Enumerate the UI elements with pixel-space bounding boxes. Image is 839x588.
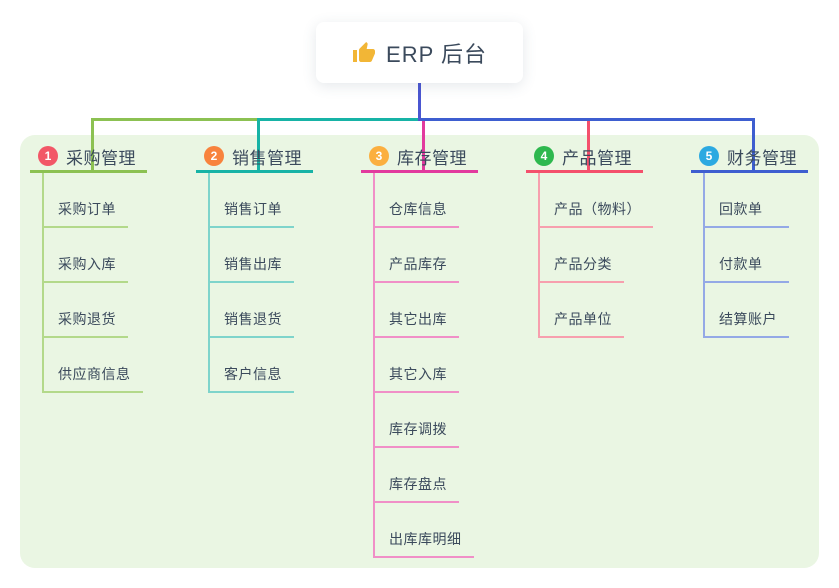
child-node-label: 出库库明细 (389, 531, 462, 547)
branches-panel (20, 135, 819, 568)
child-node[interactable]: 销售出库 (210, 228, 294, 283)
branch-children: 采购订单采购入库采购退货供应商信息 (42, 173, 147, 393)
child-node-label: 采购订单 (58, 201, 116, 217)
branch-label: 产品管理 (562, 148, 632, 168)
child-node[interactable]: 产品分类 (540, 228, 624, 283)
child-node[interactable]: 采购退货 (44, 283, 128, 338)
child-node-label: 采购入库 (58, 256, 116, 272)
branch-children: 仓库信息产品库存其它出库其它入库库存调拨库存盘点出库库明细 (373, 173, 478, 558)
child-node-label: 库存调拨 (389, 421, 447, 437)
branch-number-badge: 4 (534, 146, 554, 166)
branch-4: 4 产品管理产品（物料） 产品分类产品单位 (526, 146, 653, 338)
branch-number-badge: 5 (699, 146, 719, 166)
child-node-label: 仓库信息 (389, 201, 447, 217)
child-node-label: 产品单位 (554, 311, 612, 327)
child-node[interactable]: 结算账户 (705, 283, 789, 338)
child-node-label: 结算账户 (719, 311, 777, 327)
branch-1: 1 采购管理采购订单采购入库采购退货供应商信息 (30, 146, 147, 393)
branch-header-2[interactable]: 2 销售管理 (196, 146, 313, 173)
child-node-label: 采购退货 (58, 311, 116, 327)
child-node[interactable]: 其它入库 (375, 338, 459, 393)
branch-number-badge: 2 (204, 146, 224, 166)
child-node[interactable]: 产品单位 (540, 283, 624, 338)
root-node[interactable]: ERP 后台 (316, 22, 523, 83)
child-node[interactable]: 其它出库 (375, 283, 459, 338)
child-node-label: 产品库存 (389, 256, 447, 272)
child-node-label: 付款单 (719, 256, 763, 272)
branch-label: 库存管理 (397, 148, 467, 168)
child-node[interactable]: 采购入库 (44, 228, 128, 283)
branch-number-badge: 3 (369, 146, 389, 166)
child-node[interactable]: 产品（物料） (540, 173, 653, 228)
child-node[interactable]: 供应商信息 (44, 338, 143, 393)
branch-number-badge: 1 (38, 146, 58, 166)
child-node[interactable]: 销售订单 (210, 173, 294, 228)
child-node-label: 销售出库 (224, 256, 282, 272)
branch-header-3[interactable]: 3 库存管理 (361, 146, 478, 173)
child-node[interactable]: 库存盘点 (375, 448, 459, 503)
branch-label: 采购管理 (66, 148, 136, 168)
child-node[interactable]: 采购订单 (44, 173, 128, 228)
child-node-label: 其它出库 (389, 311, 447, 327)
branch-label: 销售管理 (232, 148, 302, 168)
child-node-label: 回款单 (719, 201, 763, 217)
child-node[interactable]: 销售退货 (210, 283, 294, 338)
child-node-label: 供应商信息 (58, 366, 131, 382)
child-node-label: 其它入库 (389, 366, 447, 382)
branch-5: 5 财务管理回款单付款单结算账户 (691, 146, 808, 338)
branch-children: 回款单付款单结算账户 (703, 173, 808, 338)
child-node-label: 客户信息 (224, 366, 282, 382)
child-node-label: 销售退货 (224, 311, 282, 327)
child-node[interactable]: 产品库存 (375, 228, 459, 283)
child-node-label: 销售订单 (224, 201, 282, 217)
branch-children: 产品（物料） 产品分类产品单位 (538, 173, 653, 338)
branch-label: 财务管理 (727, 148, 797, 168)
child-node[interactable]: 出库库明细 (375, 503, 474, 558)
child-node[interactable]: 回款单 (705, 173, 789, 228)
branch-header-4[interactable]: 4 产品管理 (526, 146, 643, 173)
child-node[interactable]: 付款单 (705, 228, 789, 283)
branch-header-5[interactable]: 5 财务管理 (691, 146, 808, 173)
child-node-label: 产品分类 (554, 256, 612, 272)
child-node-label: 库存盘点 (389, 476, 447, 492)
child-node[interactable]: 仓库信息 (375, 173, 459, 228)
thumbs-up-icon (353, 41, 376, 62)
child-node[interactable]: 库存调拨 (375, 393, 459, 448)
root-title: ERP 后台 (386, 41, 487, 67)
branch-children: 销售订单销售出库销售退货客户信息 (208, 173, 313, 393)
branch-2: 2 销售管理销售订单销售出库销售退货客户信息 (196, 146, 313, 393)
child-node[interactable]: 客户信息 (210, 338, 294, 393)
branch-header-1[interactable]: 1 采购管理 (30, 146, 147, 173)
branch-3: 3 库存管理仓库信息产品库存其它出库其它入库库存调拨库存盘点出库库明细 (361, 146, 478, 558)
child-node-label: 产品（物料） (554, 201, 641, 217)
